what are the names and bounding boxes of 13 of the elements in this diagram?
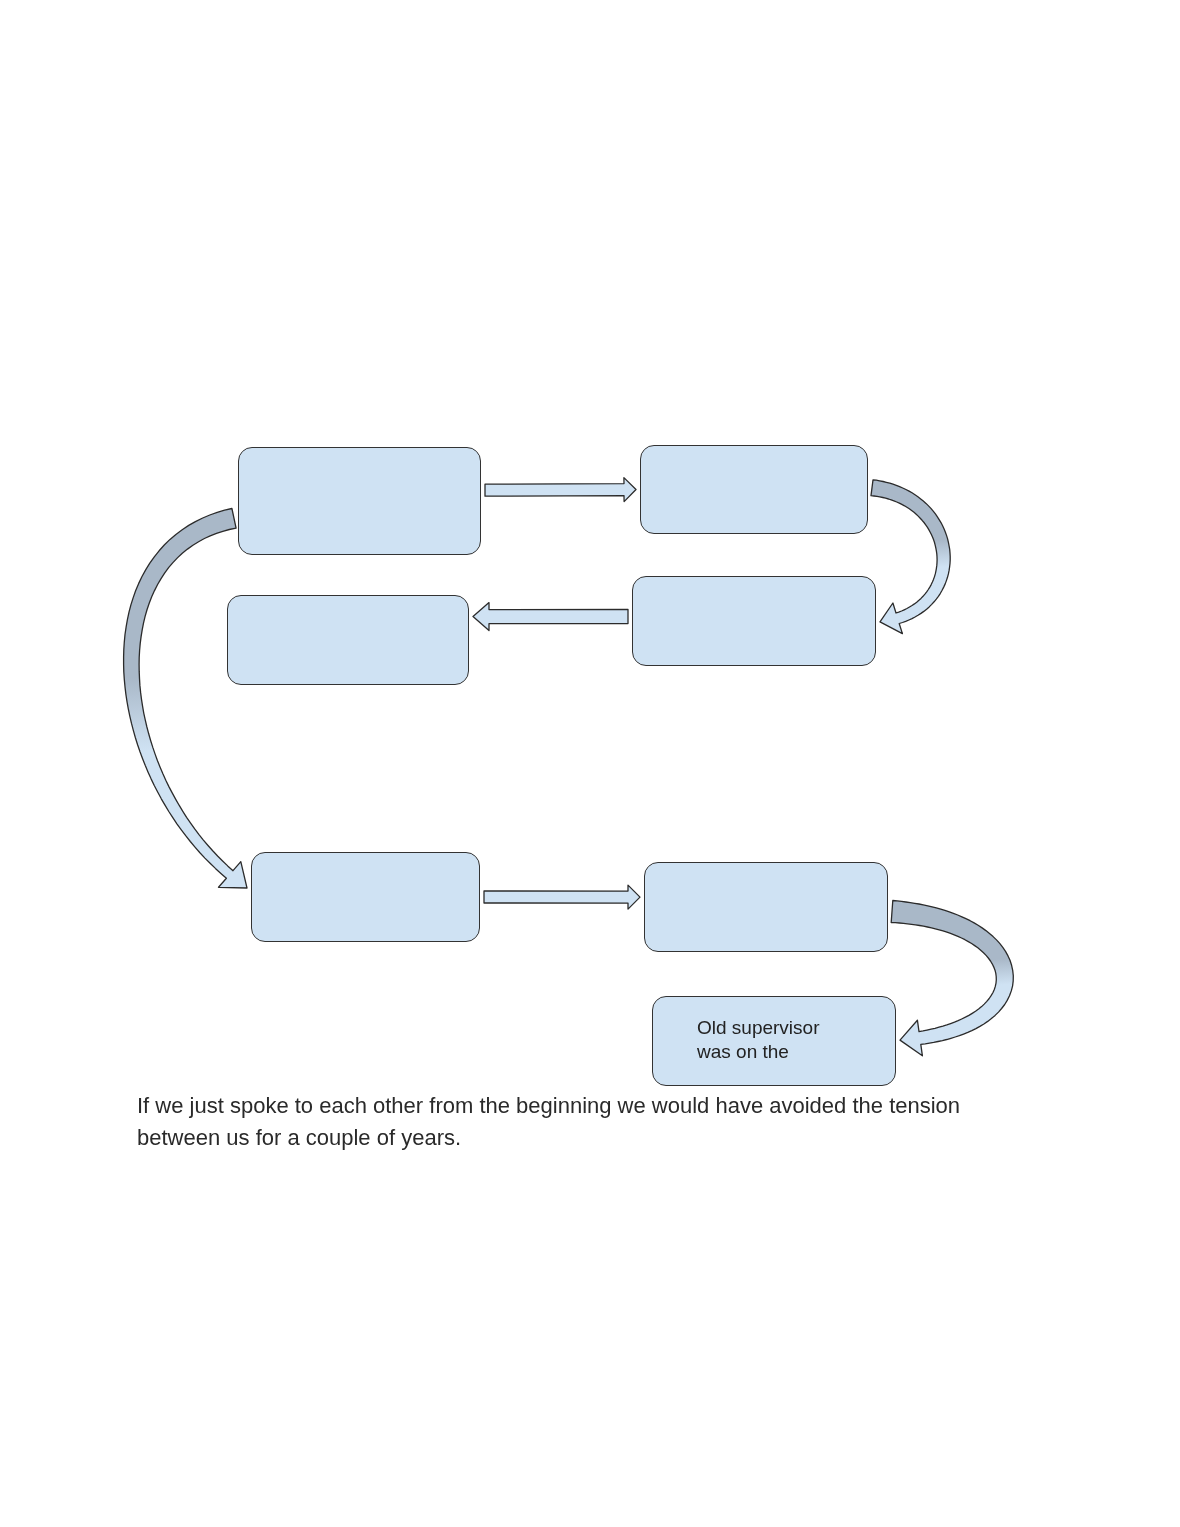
box-text: Old supervisor was on the (697, 1016, 821, 1064)
process-box (640, 445, 868, 534)
block-arrow (484, 476, 637, 503)
process-box (251, 852, 480, 942)
block-arrow (472, 601, 629, 632)
paragraph-text: If we just spoke to each other from the beginning we would have avoided the tension between us for a couple of years. (137, 1092, 962, 1152)
process-box (632, 576, 876, 666)
process-box (238, 447, 481, 555)
process-box (227, 595, 469, 685)
process-box (652, 996, 896, 1086)
curved-arrow (122, 507, 248, 889)
process-box (644, 862, 888, 952)
block-arrow (483, 884, 641, 910)
